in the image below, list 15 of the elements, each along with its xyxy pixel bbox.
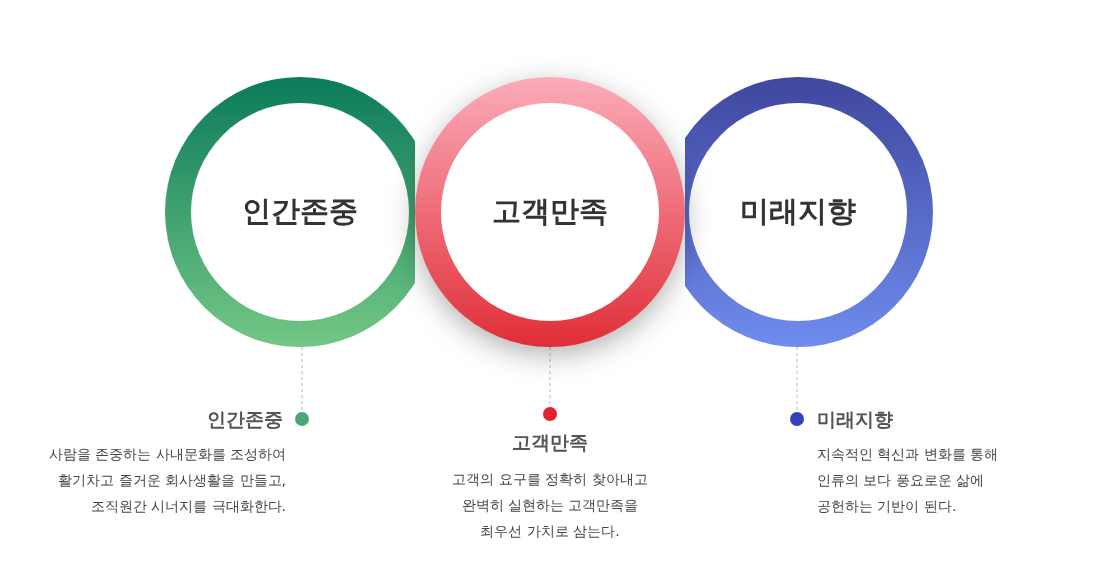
circle-title: 고객만족 — [492, 193, 608, 230]
description-text: 사람을 존중하는 사내문화를 조성하여 활기차고 즐거운 회사생활을 만들고, 조직원간 시너지를 극대화한다. — [47, 445, 286, 516]
description-text: 고객의 요구를 정확히 찾아내고 완벽히 실현하는 고객만족을 최우선 가치로 삼는다. — [451, 470, 649, 541]
description-text: 지속적인 혁신과 변화를 통해 인류의 보다 풍요로운 삶에 공헌하는 기반이 된다. — [817, 445, 1000, 516]
leader-line — [796, 346, 798, 413]
marker-dot — [790, 412, 804, 426]
circle-title: 미래지향 — [740, 193, 856, 230]
leader-line — [301, 346, 303, 413]
marker-dot — [543, 407, 557, 421]
section-heading: 인간존중 — [206, 407, 283, 432]
circle-title: 인간존중 — [242, 193, 358, 230]
ring-circle — [415, 77, 685, 347]
marker-dot — [295, 412, 309, 426]
section-heading: 고객만족 — [511, 430, 589, 455]
section-heading: 미래지향 — [817, 407, 894, 432]
